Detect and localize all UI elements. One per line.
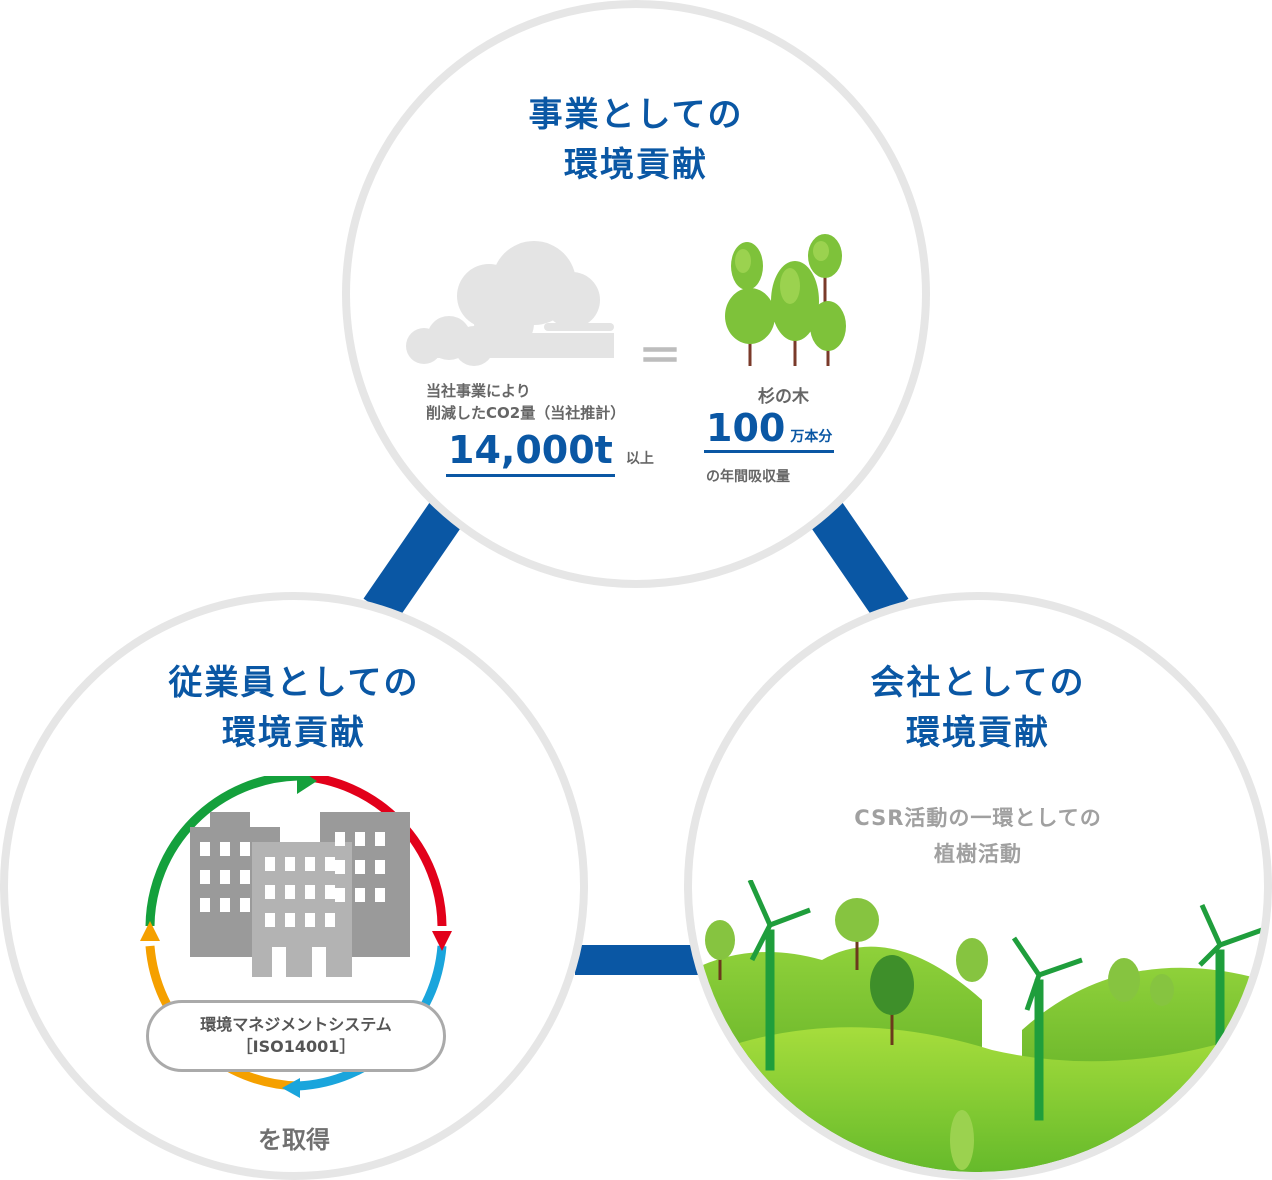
- company-circle: 会社としての 環境貢献 CSR活動の一環としての 植樹活動: [684, 592, 1272, 1180]
- employee-footer: を取得: [258, 1126, 330, 1154]
- co2-suffix: 以上: [625, 451, 654, 467]
- iso-badge: 環境マネジメントシステム ［ISO14001］: [146, 1000, 446, 1072]
- company-subtitle-line1: CSR活動の一環としての: [854, 806, 1102, 830]
- trees-icon: [725, 234, 846, 366]
- co2-value: 14,000t: [446, 428, 615, 477]
- equals-sign: ＝: [638, 331, 682, 382]
- tree-unit: 万本分: [790, 429, 833, 445]
- tree-label: 杉の木: [758, 387, 809, 407]
- co2-description-line2: 削減したCO2量（当社推計）: [426, 404, 626, 422]
- wind-turbine-icon: [747, 880, 1263, 1121]
- green-hills-icon: [692, 880, 1264, 1172]
- business-title: 事業としての 環境貢献: [528, 95, 744, 185]
- employee-title: 従業員としての 環境貢献: [168, 663, 420, 753]
- building-icon: [190, 812, 410, 977]
- company-subtitle-line2: 植樹活動: [934, 842, 1022, 866]
- employee-circle: 従業員としての 環境貢献: [0, 592, 588, 1180]
- co2-description-line1: 当社事業により: [426, 382, 531, 400]
- co2-value-group: 14,000t 以上: [446, 428, 654, 477]
- iso-badge-line1: 環境マネジメントシステム: [200, 1015, 392, 1034]
- co2-description: 当社事業により 削減したCO2量（当社推計）: [426, 380, 625, 424]
- connector-top-left: [363, 502, 463, 622]
- tree-value: 100: [706, 406, 786, 450]
- connector-top-right: [809, 502, 909, 622]
- company-subtitle: CSR活動の一環としての 植樹活動: [692, 800, 1264, 872]
- iso-badge-line2: ［ISO14001］: [236, 1037, 356, 1056]
- tree-sub: の年間吸収量: [706, 469, 790, 485]
- business-circle: 事業としての 環境貢献 ＝: [342, 0, 930, 588]
- tree-icon: [705, 898, 1174, 1170]
- tree-value-group: 100 万本分: [704, 406, 835, 453]
- company-title: 会社としての 環境貢献: [870, 663, 1086, 753]
- cloud-icon: [406, 241, 614, 366]
